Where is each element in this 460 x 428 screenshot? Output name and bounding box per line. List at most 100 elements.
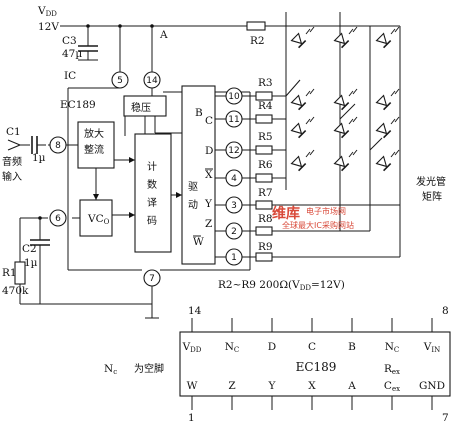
- r6-label: R6: [258, 159, 273, 171]
- nc-note: 为空脚: [134, 362, 164, 375]
- output-y: Y: [204, 198, 213, 210]
- r9-label: R9: [258, 241, 273, 253]
- pkg-top-pin-4: B: [348, 341, 356, 353]
- ic-label: IC: [64, 70, 76, 82]
- pin-7: 7: [143, 269, 161, 287]
- c2-label: C2: [22, 243, 37, 255]
- pkg-bottom-pin-3: X: [308, 380, 316, 392]
- pin-number: 11: [228, 115, 239, 125]
- r8-label: R8: [258, 213, 273, 225]
- r1-value: 470k: [2, 285, 29, 297]
- pkg-pin-1: 1: [188, 412, 195, 424]
- r9-resistor: [255, 252, 273, 262]
- pin-3: 3: [225, 196, 243, 214]
- ic-package-outline: [179, 331, 451, 397]
- pkg-bottom-pin-4: A: [347, 380, 356, 392]
- pin-11: 11: [225, 110, 243, 128]
- ic-name: EC189: [60, 99, 96, 111]
- led-matrix-label-1: 发光管: [416, 175, 446, 188]
- ic-pins: 5 14 10 11 12 4 3 2 1 8 6 7: [49, 71, 243, 287]
- r1-label: R1: [2, 267, 17, 279]
- r7-label: R7: [258, 187, 273, 199]
- input-label-1: 音频: [2, 155, 22, 168]
- counter-label-0: 计: [147, 160, 157, 173]
- pkg-bottom-pin-0: W: [187, 380, 198, 392]
- output-x: X: [205, 169, 213, 181]
- pkg-pin-7: 7: [442, 412, 449, 424]
- regulator-label: 稳压: [131, 101, 151, 114]
- input-label-2: 输入: [2, 170, 22, 183]
- pin-6: 6: [49, 209, 67, 227]
- output-w: W: [193, 236, 204, 248]
- r8-resistor: [255, 226, 273, 236]
- r7-resistor: [255, 200, 273, 210]
- led-diode-icon: [375, 26, 400, 49]
- led-diode-icon: [375, 88, 400, 111]
- counter-decoder-block: [134, 133, 172, 253]
- counter-label-2: 译: [147, 197, 157, 209]
- r2-resistor: [246, 21, 266, 31]
- pin-8: 8: [49, 136, 67, 154]
- c1-value: 1µ: [32, 152, 46, 164]
- led-diode-icon: [333, 26, 358, 49]
- pkg-rex-label: Rex: [384, 363, 400, 376]
- c1-label: C1: [6, 126, 21, 138]
- output-z: Z: [205, 218, 212, 230]
- pin-number: 3: [231, 201, 237, 211]
- driver-label-1: 驱: [188, 181, 198, 193]
- counter-label-1: 数: [147, 178, 157, 191]
- vco-block: [79, 199, 113, 237]
- pkg-pin-8: 8: [442, 305, 449, 317]
- pin-5: 5: [111, 71, 129, 89]
- pin-number: 10: [228, 92, 240, 102]
- counter-label-3: 码: [147, 215, 157, 227]
- pin-14: 14: [143, 71, 161, 89]
- pin-number: 8: [55, 141, 61, 151]
- pin-number: 4: [231, 174, 237, 184]
- led-diode-icon: [333, 116, 358, 139]
- resistor-note: R2~R9 200Ω(VDD=12V): [218, 279, 345, 292]
- r5-label: R5: [258, 131, 273, 143]
- supply-voltage: 12V: [38, 21, 59, 33]
- output-c: C: [205, 115, 213, 127]
- led-matrix-label-2: 矩阵: [422, 190, 442, 203]
- amp-label-1: 放大: [84, 127, 104, 140]
- r5-resistor: [255, 145, 273, 155]
- pin-number: 2: [231, 227, 237, 237]
- r3-resistor: [255, 91, 273, 101]
- pin-2: 2: [225, 222, 243, 240]
- vco-label: VCO: [87, 213, 110, 226]
- pin-number: 6: [55, 214, 61, 224]
- pkg-bottom-pin-2: Y: [268, 380, 277, 392]
- driver-label-2: 动: [188, 199, 198, 211]
- watermark-line-2: 全球最大IC采购网站: [282, 220, 354, 230]
- regulator-block: [123, 95, 167, 117]
- pin-number: 14: [146, 76, 158, 86]
- pin-number: 5: [117, 76, 123, 86]
- c3-value: 47µ: [62, 48, 82, 60]
- pkg-bottom-pin-1: Z: [228, 380, 235, 392]
- pin-number: 12: [228, 146, 239, 156]
- watermark-logo: 维库: [272, 205, 300, 222]
- output-d: D: [205, 145, 213, 157]
- watermark-line-1: 电子市场网: [306, 206, 346, 216]
- pkg-top-pin-1: NC: [225, 341, 240, 354]
- pkg-pin-14: 14: [188, 305, 202, 317]
- driver-block: [181, 85, 216, 265]
- pkg-bottom-pin-6: GND: [419, 380, 445, 392]
- pkg-top-pin-2: D: [268, 341, 276, 353]
- pkg-name: EC189: [296, 360, 337, 374]
- output-b: B: [195, 107, 203, 119]
- ic-package-pins: [191, 318, 433, 410]
- c2-value: 1µ: [24, 257, 38, 269]
- led-diode-icon: [375, 149, 400, 172]
- pin-number: 1: [231, 253, 237, 263]
- pkg-bottom-pin-5: Cex: [384, 380, 400, 393]
- pin-number: 7: [149, 274, 155, 284]
- circuit-wiring: [7, 12, 401, 319]
- pkg-top-pin-3: C: [308, 341, 316, 353]
- led-diode-icon: [290, 26, 315, 49]
- led-matrix: [285, 26, 400, 172]
- pkg-top-pin-6: VIN: [423, 341, 440, 354]
